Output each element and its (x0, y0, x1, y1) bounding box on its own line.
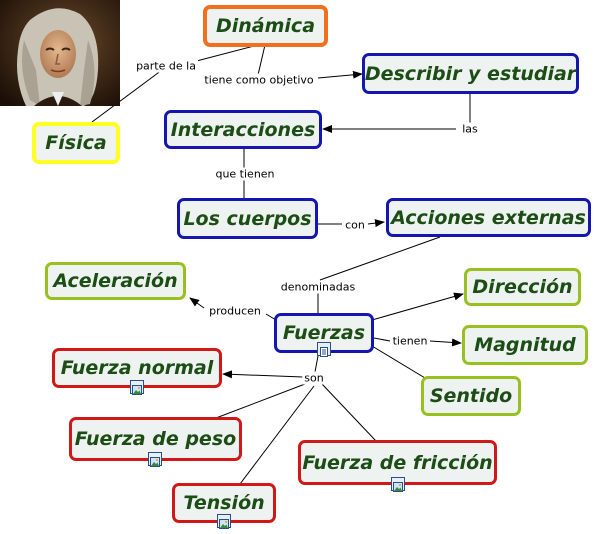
link-fuerzas-tienen (373, 337, 391, 342)
link-producen-aceleracion (189, 297, 205, 309)
image-icon[interactable] (217, 514, 231, 529)
link-son-fuerza-normal (222, 370, 304, 379)
node-describir-label: Describir y estudiar (364, 62, 577, 85)
node-dinamica[interactable]: Dinámica (203, 5, 328, 47)
node-sentido[interactable]: Sentido (421, 376, 521, 416)
link-label-con: con (343, 218, 367, 232)
node-interacciones[interactable]: Interacciones (164, 110, 322, 149)
link-fuerzas-sentido (371, 345, 431, 382)
link-son-tension (239, 385, 315, 485)
node-aceleracion[interactable]: Aceleración (45, 262, 186, 300)
node-magnitud-label: Magnitud (474, 334, 576, 356)
link-objetivo-describir (317, 70, 363, 79)
link-label-producen: producen (207, 304, 263, 318)
link-fuerzas-son (314, 355, 319, 373)
link-son-fuerza-peso (215, 383, 306, 419)
link-son-friccion (321, 383, 377, 442)
node-fuerza-normal-label: Fuerza normal (60, 357, 214, 379)
node-direccion[interactable]: Dirección (464, 268, 581, 306)
link-con-acciones (367, 219, 385, 228)
node-acciones-externas[interactable]: Acciones externas (386, 198, 591, 237)
link-fuerzas-direccion (371, 292, 464, 321)
node-magnitud[interactable]: Magnitud (462, 325, 588, 365)
node-acciones-label: Acciones externas (391, 206, 586, 229)
node-interacciones-label: Interacciones (170, 118, 316, 141)
link-label-que-tienen: que tienen (213, 167, 277, 181)
link-label-las: las (460, 122, 480, 136)
node-tension-label: Tensión (183, 492, 265, 514)
node-los-cuerpos[interactable]: Los cuerpos (177, 198, 318, 239)
node-cuerpos-label: Los cuerpos (183, 207, 312, 230)
node-fuerza-peso-label: Fuerza de peso (74, 428, 237, 450)
link-tienen-magnitud (429, 338, 462, 347)
node-fuerza-friccion-label: Fuerza de fricción (302, 451, 493, 474)
document-icon[interactable] (317, 342, 331, 357)
node-dinamica-label: Dinámica (215, 15, 316, 37)
link-label-son: son (302, 371, 326, 385)
node-fuerzas-label: Fuerzas (282, 322, 366, 344)
link-label-tiene-como-objetivo: tiene como objetivo (202, 73, 316, 87)
link-label-denominadas: denominadas (278, 280, 358, 294)
image-icon[interactable] (391, 477, 405, 492)
node-describir-y-estudiar[interactable]: Describir y estudiar (362, 53, 579, 94)
link-label-tienen: tienen (390, 334, 430, 348)
link-acciones-denominadas (319, 236, 441, 281)
link-dinamica-objetivo (257, 44, 266, 76)
node-fisica-label: Física (45, 132, 107, 154)
node-sentido-label: Sentido (429, 385, 513, 407)
node-fisica[interactable]: Física (32, 122, 120, 164)
node-fuerza-de-peso[interactable]: Fuerza de peso (69, 417, 242, 461)
link-fisica-parte (91, 69, 163, 123)
node-aceleracion-label: Aceleración (53, 270, 178, 292)
newton-portrait-image (0, 0, 120, 106)
link-label-parte-de-la: parte de la (134, 59, 198, 73)
image-icon[interactable] (130, 380, 144, 395)
node-direccion-label: Dirección (472, 276, 573, 298)
image-icon[interactable] (148, 452, 162, 467)
